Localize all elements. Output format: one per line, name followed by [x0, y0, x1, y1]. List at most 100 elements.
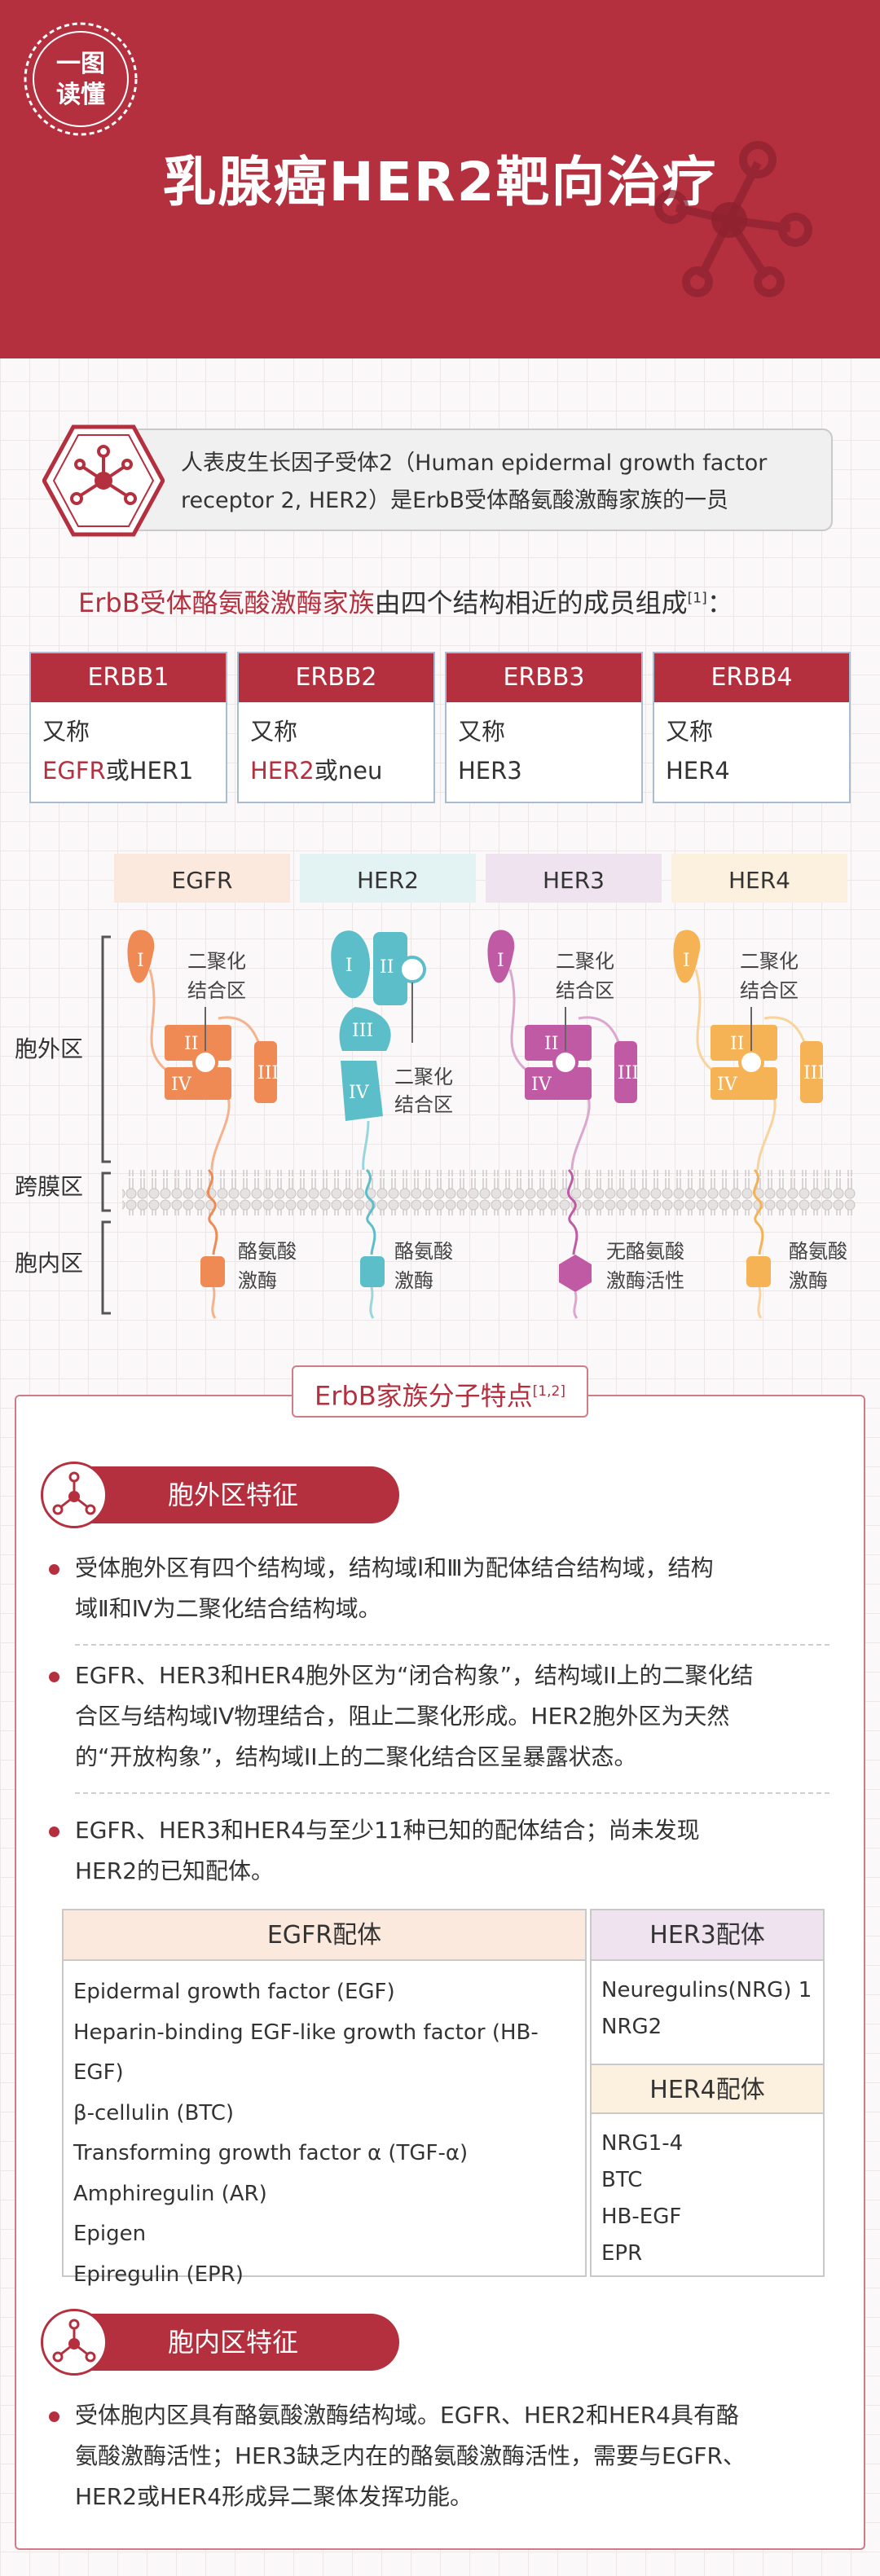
member-alias-label: 又称 [42, 718, 90, 745]
intro-box: 人表皮生长因子受体2（Human epidermal growth factor… [42, 424, 834, 537]
section-icon-circle [41, 2309, 108, 2376]
her2-dimer-label-1: 二聚化 [394, 1066, 453, 1088]
her3-ligand-header: HER3配体 [592, 1910, 823, 1961]
logo-line2: 读懂 [56, 81, 105, 109]
molecule-icon [654, 141, 812, 297]
her3-domain-3: III [618, 1063, 639, 1084]
cell-membrane [122, 1170, 856, 1215]
member-alias-label: 又称 [458, 718, 506, 745]
bullet-line: HER2的已知配体。 [75, 1857, 275, 1884]
header-banner: 一图 读懂 乳腺癌HER2靶向治疗 [0, 0, 880, 358]
list-item: HB-EGF [601, 2205, 682, 2229]
bullet-line: 受体胞外区有四个结构域，结构域Ⅰ和Ⅲ为配体结合结构域，结构 [75, 1554, 714, 1581]
members-heading: ErbB受体酪氨酸激酶家族由四个结构相近的成员组成[1]： [78, 582, 733, 620]
divider [75, 1792, 829, 1794]
member-alias-label: 又称 [666, 718, 714, 745]
egfr-dimer-label-1: 二聚化 [187, 950, 246, 973]
her3-dimer-label-2: 结合区 [556, 979, 614, 1002]
intracellular-bullet: 受体胞内区具有酪氨酸激酶结构域。EGFR、HER2和HER4具有酪 氨酸激酶活性… [49, 2395, 831, 2517]
logo-badge: 一图 读懂 [24, 22, 138, 136]
her3-domain-1: I [497, 951, 504, 971]
her3-ligand-list: Neuregulins(NRG) 1 NRG2 [592, 1961, 823, 2064]
bullet-dot [49, 1826, 59, 1837]
region-label-transmembrane: 跨膜区 [15, 1173, 83, 1200]
member-alias-highlight: EGFR [42, 757, 106, 785]
intracellular-section-title: 胞内区特征 [73, 2314, 399, 2371]
her4-kinase-label-2: 激酶 [789, 1269, 828, 1292]
list-item: NRG2 [601, 2015, 662, 2039]
members-heading-accent: ErbB受体酪氨酸激酶家族 [78, 587, 375, 618]
her2-dimer-label-2: 结合区 [394, 1093, 453, 1116]
her4-domain-3: III [803, 1063, 825, 1084]
list-item: NRG1-4 [601, 2131, 684, 2156]
list-item: Heparin-binding EGF-like growth factor (… [73, 2020, 539, 2086]
receptor-structure-diagram: EGFR HER2 HER3 HER4 胞外区 跨膜区 胞内区 [15, 854, 856, 1319]
members-heading-colon: ： [706, 587, 733, 618]
bullet-dot [49, 1564, 59, 1575]
her4-kinase-label-1: 酪氨酸 [789, 1240, 847, 1263]
divider [75, 1644, 829, 1646]
egfr-ligand-column: EGFR配体 Epidermal growth factor (EGF) Hep… [62, 1909, 587, 2287]
receptor-name-egfr: EGFR [172, 867, 233, 894]
egfr-kinase-label-1: 酪氨酸 [238, 1240, 297, 1263]
extracellular-bracket [101, 935, 111, 1163]
bullet-dot [49, 2411, 59, 2422]
list-item: Amphiregulin (AR) [73, 2181, 267, 2206]
list-item: Epidermal growth factor (EGF) [73, 1980, 395, 2004]
her2-column-header [300, 854, 476, 903]
her2-kinase-label-2: 激酶 [394, 1269, 433, 1292]
section-icon-circle [41, 1462, 108, 1528]
bullet-line: 域Ⅱ和Ⅳ为二聚化结合结构域。 [75, 1595, 381, 1622]
features-title-ref: [1,2] [532, 1383, 565, 1400]
receptor-name-her2: HER2 [357, 867, 419, 894]
her4-ligand-list: NRG1-4 BTC HB-EGF EPR [592, 2114, 823, 2284]
her2-domain-3: III [352, 1021, 373, 1041]
her3-her4-ligand-column: HER3配体 Neuregulins(NRG) 1 NRG2 HER4配体 NR… [590, 1909, 825, 2277]
her3-receptor [487, 930, 637, 1319]
egfr-ligand-list: Epidermal growth factor (EGF) Heparin-bi… [64, 1961, 585, 2306]
egfr-kinase-label-2: 激酶 [238, 1269, 277, 1292]
intracellular-bracket [101, 1220, 111, 1315]
her4-domain-2: II [730, 1034, 744, 1054]
egfr-domain-3: III [257, 1063, 279, 1084]
her4-dimer-label-2: 结合区 [740, 979, 799, 1002]
her2-domain-2: II [380, 957, 394, 978]
list-item: Transforming growth factor α (TGF-α) [73, 2141, 469, 2165]
extracellular-section-title: 胞外区特征 [73, 1466, 399, 1523]
bullet-line: EGFR、HER3和HER4胞外区为“闭合构象”，结构域II上的二聚化结 [75, 1662, 754, 1689]
member-card-erbb4: ERBB4 又称 HER4 [653, 652, 851, 803]
bullet-line: HER2或HER4形成异二聚体发挥功能。 [75, 2483, 473, 2510]
her4-domain-1: I [683, 951, 690, 971]
network-node-icon [52, 2319, 96, 2363]
her4-column-header [671, 854, 847, 903]
egfr-receptor [127, 930, 277, 1319]
member-alias-highlight: HER2 [250, 757, 315, 785]
page-title: 乳腺癌HER2靶向治疗 [162, 151, 718, 213]
features-title: ErbB家族分子特点[1,2] [292, 1365, 588, 1418]
her4-domain-4: IV [717, 1075, 738, 1095]
her4-receptor [673, 930, 823, 1319]
intro-line1: 人表皮生长因子受体2（Human epidermal growth factor [181, 451, 768, 476]
member-card-title: ERBB1 [31, 653, 226, 702]
extracellular-bullet-1: 受体胞外区有四个结构域，结构域Ⅰ和Ⅲ为配体结合结构域，结构 域Ⅱ和Ⅳ为二聚化结合… [49, 1548, 831, 1629]
member-card-title: ERBB3 [447, 653, 641, 702]
list-item: Epigen [73, 2222, 147, 2246]
features-title-text: ErbB家族分子特点 [315, 1380, 533, 1412]
member-alias-label: 又称 [250, 718, 298, 745]
her2-domain-1: I [345, 956, 353, 976]
logo-line1: 一图 [56, 50, 105, 78]
bullet-line: 合区与结构域IV物理结合，阻止二聚化形成。HER2胞外区为天然 [75, 1703, 730, 1730]
her3-domain-2: II [544, 1034, 558, 1054]
member-alias-text: HER3 [458, 757, 522, 785]
bullet-dot [49, 1672, 59, 1682]
receptor-name-her4: HER4 [728, 867, 790, 894]
list-item: EPR [601, 2241, 643, 2266]
bullet-line: EGFR、HER3和HER4与至少11种已知的配体结合；尚未发现 [75, 1817, 700, 1844]
intro-text: 人表皮生长因子受体2（Human epidermal growth factor… [130, 429, 833, 531]
member-card-title: ERBB2 [239, 653, 433, 702]
intro-line2: receptor 2, HER2）是ErbB受体酪氨酸激酶家族的一员 [181, 488, 728, 513]
member-card-erbb3: ERBB3 又称 HER3 [445, 652, 643, 803]
region-label-extracellular: 胞外区 [15, 1035, 83, 1062]
member-alias-text: HER4 [666, 757, 730, 785]
her2-receptor [331, 930, 426, 1319]
